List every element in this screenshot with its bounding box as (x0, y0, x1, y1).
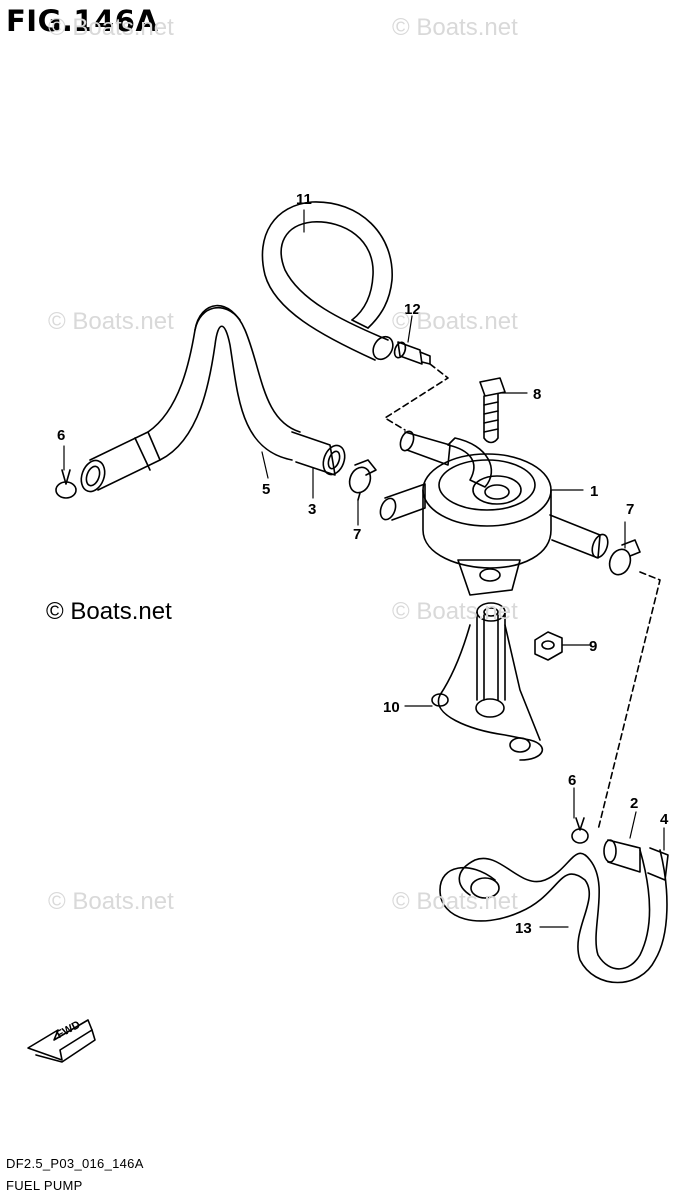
part-3-tube (291, 431, 346, 476)
watermark: © Boats.net (392, 14, 518, 41)
callout-9: 9 (589, 638, 597, 655)
part-10-bracket (431, 602, 544, 761)
watermark-dark: © Boats.net (46, 598, 172, 625)
callout-3: 3 (308, 501, 316, 518)
callout-2: 2 (630, 795, 638, 812)
part-1-fuel-pump (379, 430, 609, 596)
callout-7-left: 7 (353, 526, 361, 543)
callout-12: 12 (404, 301, 421, 318)
part-7-clamp-right (608, 539, 641, 576)
connection-line-right (597, 571, 661, 831)
figure-caption: FUEL PUMP (6, 1178, 83, 1193)
callout-5: 5 (262, 481, 270, 498)
part-13-hose (439, 839, 669, 984)
figure-code: DF2.5_P03_016_146A (6, 1156, 144, 1171)
part-6-clip-left (55, 469, 77, 499)
callout-4: 4 (660, 811, 669, 828)
watermark: © Boats.net (48, 14, 174, 41)
part-6-clip-lower (571, 817, 589, 844)
callout-10: 10 (383, 699, 400, 716)
part-12-fitting (393, 341, 431, 365)
callout-labels: 11 12 8 1 6 5 3 7 7 9 10 6 2 4 13 (57, 191, 669, 937)
watermark: © Boats.net (392, 308, 518, 335)
connection-line (384, 363, 449, 431)
figure-title: FIG.146A (6, 4, 159, 38)
part-5-end (80, 431, 161, 493)
callout-1: 1 (590, 483, 598, 500)
fwd-arrow-icon (27, 1019, 96, 1063)
part-8-bolt (479, 377, 506, 444)
part-5-hose (147, 304, 301, 461)
callout-13: 13 (515, 920, 532, 937)
watermark: © Boats.net (48, 888, 174, 915)
callout-8: 8 (533, 386, 541, 403)
part-7-clamp-left (348, 459, 377, 501)
watermark: © Boats.net (392, 598, 518, 625)
part-9-nut (534, 631, 563, 661)
watermark: © Boats.net (48, 308, 174, 335)
callout-6-lower: 6 (568, 772, 576, 789)
watermark: © Boats.net (392, 888, 518, 915)
leader-lines (63, 209, 665, 928)
part-11-hose (261, 201, 394, 361)
callout-7-right: 7 (626, 501, 634, 518)
callout-11: 11 (296, 191, 312, 208)
callout-6-left: 6 (57, 427, 65, 444)
